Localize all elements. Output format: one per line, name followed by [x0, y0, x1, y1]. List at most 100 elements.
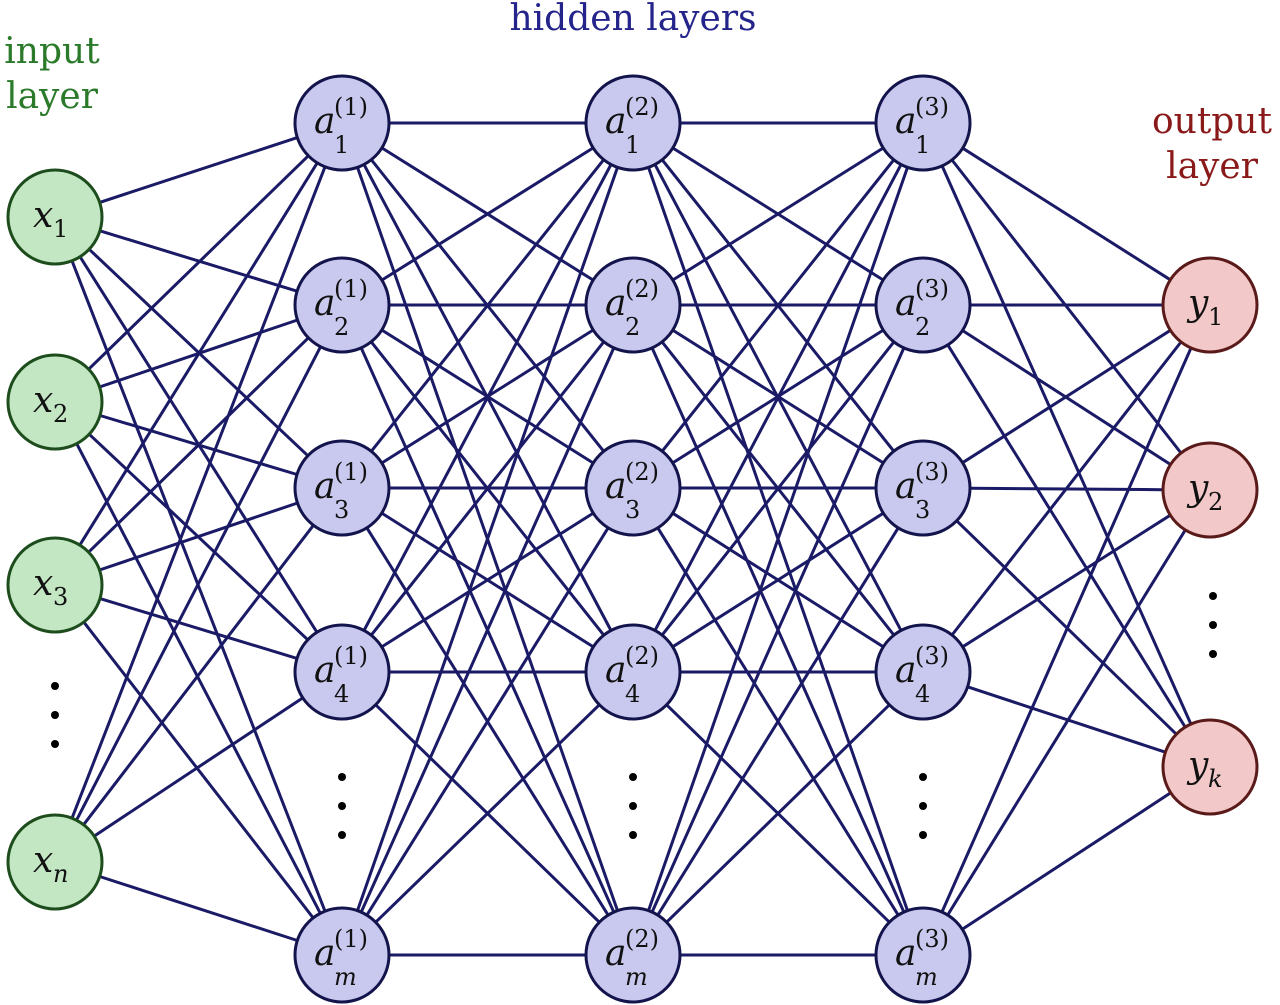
input-layer-title-line2: layer [6, 76, 99, 117]
node-label-subscript: 2 [915, 313, 930, 341]
edge-input-2-to-hidden-1-5 [75, 443, 322, 914]
node-label-base: y [1186, 468, 1209, 509]
node-label-superscript: (3) [915, 93, 949, 121]
node-label-base: a [895, 933, 916, 974]
node-label-subscript: 1 [625, 131, 640, 159]
node-label-subscript: m [334, 963, 357, 991]
ellipsis-dot-5-1 [1209, 592, 1217, 600]
node-hidden-1-3: a3(1) [293, 439, 391, 537]
node-hidden-1-2: a2(1) [293, 256, 391, 354]
node-hidden-3-1: a1 (3) [874, 74, 972, 172]
ellipsis-dot-2-1 [338, 773, 346, 781]
node-label-subscript: 4 [625, 680, 640, 708]
node-label-subscript: 3 [334, 496, 349, 524]
node-label-base: x [33, 380, 53, 421]
node-label-subscript: 2 [334, 313, 349, 341]
node-circle [1161, 718, 1259, 816]
node-label-subscript: 3 [53, 583, 68, 611]
edge-input-3-to-hidden-1-2 [87, 336, 310, 554]
edge-hidden-1-4-to-hidden-2-2 [370, 340, 605, 637]
edge-hidden-1-5-to-hidden-2-3 [365, 527, 610, 916]
edge-hidden-3-2-to-output-3 [946, 344, 1187, 728]
node-hidden-2-4: a4 (2) [584, 623, 682, 721]
ellipsis-dot-5-3 [1209, 650, 1217, 658]
node-label-subscript: 1 [1208, 303, 1223, 331]
ellipsis-dot-3-2 [629, 802, 637, 810]
node-hidden-3-3: a3(3) [874, 439, 972, 537]
edge-input-4-to-hidden-1-1 [70, 166, 327, 819]
node-label-superscript: (2) [625, 642, 659, 670]
node-label-subscript: 3 [625, 496, 640, 524]
edge-hidden-1-5-to-hidden-2-4 [374, 703, 601, 924]
edge-hidden-1-5-to-hidden-2-1 [356, 166, 619, 912]
edge-hidden-2-4-to-hidden-3-1 [653, 163, 903, 632]
edge-input-4-to-hidden-1-2 [75, 346, 322, 821]
node-hidden-2-2: a2(2) [584, 256, 682, 354]
node-hidden-2-5: am (2) [584, 906, 682, 1004]
edge-hidden-2-4-to-hidden-3-2 [660, 340, 896, 637]
node-hidden-1-5: am(1) [293, 906, 391, 1004]
edge-input-4-to-hidden-1-3 [82, 524, 315, 826]
edge-input-4-to-hidden-1-4 [93, 696, 304, 838]
node-label-subscript: n [53, 860, 68, 888]
node-label-superscript: (3) [915, 458, 949, 486]
connection-edges [70, 121, 1193, 957]
edge-hidden-3-4-to-output-1 [950, 341, 1183, 636]
node-hidden-2-1: a1(2) [584, 74, 682, 172]
node-label-subscript: m [625, 963, 648, 991]
ellipsis-dot-2-2 [338, 802, 346, 810]
node-label-base: x [33, 563, 53, 604]
edge-input-1-to-hidden-1-1 [99, 136, 298, 204]
node-circle [6, 813, 104, 911]
node-label-subscript: 1 [334, 131, 349, 159]
node-circle [6, 168, 104, 266]
ellipsis-dot-3-3 [629, 831, 637, 839]
node-label-base: a [605, 650, 626, 691]
ellipsis-dot-4-2 [919, 802, 927, 810]
node-label-base: a [895, 101, 916, 142]
node-circle [584, 439, 682, 537]
node-label-subscript: k [1208, 765, 1223, 793]
ellipsis-dot-3-1 [629, 773, 637, 781]
edge-hidden-2-5-to-hidden-3-3 [656, 527, 900, 916]
node-circle [1161, 441, 1259, 539]
ellipsis-dot-4-1 [919, 773, 927, 781]
node-circle [584, 256, 682, 354]
node-circle [584, 74, 682, 172]
node-label-superscript: (2) [625, 925, 659, 953]
edge-hidden-1-5-to-hidden-2-2 [359, 347, 616, 913]
node-circle [874, 623, 972, 721]
node-label-subscript: 2 [1208, 488, 1223, 516]
node-label-subscript: 1 [53, 215, 68, 243]
node-label-superscript: (1) [334, 93, 368, 121]
ellipsis-dot-4-3 [919, 831, 927, 839]
edge-hidden-1-4-to-hidden-2-1 [362, 163, 613, 632]
node-label-superscript: (2) [625, 275, 659, 303]
node-label-superscript: (1) [334, 642, 368, 670]
edge-hidden-3-5-to-output-1 [940, 347, 1193, 913]
node-label-superscript: (3) [915, 642, 949, 670]
node-label-base: a [314, 101, 335, 142]
node-label-superscript: (3) [915, 275, 949, 303]
node-circle [293, 906, 391, 1004]
edge-hidden-3-5-to-output-3 [961, 791, 1172, 931]
edge-hidden-2-5-to-hidden-3-1 [647, 166, 909, 912]
edge-hidden-1-2-to-hidden-2-1 [381, 146, 594, 282]
edge-input-2-to-hidden-1-1 [87, 154, 310, 371]
node-label-base: a [605, 933, 626, 974]
node-label-base: a [314, 933, 335, 974]
node-label-superscript: (1) [334, 458, 368, 486]
edge-input-3-to-hidden-1-5 [82, 621, 315, 919]
node-circle [293, 256, 391, 354]
output-layer-title-line1: output [1152, 101, 1273, 142]
node-hidden-1-1: a1 (1) [293, 74, 391, 172]
ellipsis-dot-1-3 [51, 740, 59, 748]
ellipsis-dot-5-2 [1209, 621, 1217, 629]
node-label-subscript: 1 [915, 131, 930, 159]
node-label-subscript: 4 [334, 680, 349, 708]
edge-hidden-3-4-to-output-2 [961, 513, 1172, 649]
